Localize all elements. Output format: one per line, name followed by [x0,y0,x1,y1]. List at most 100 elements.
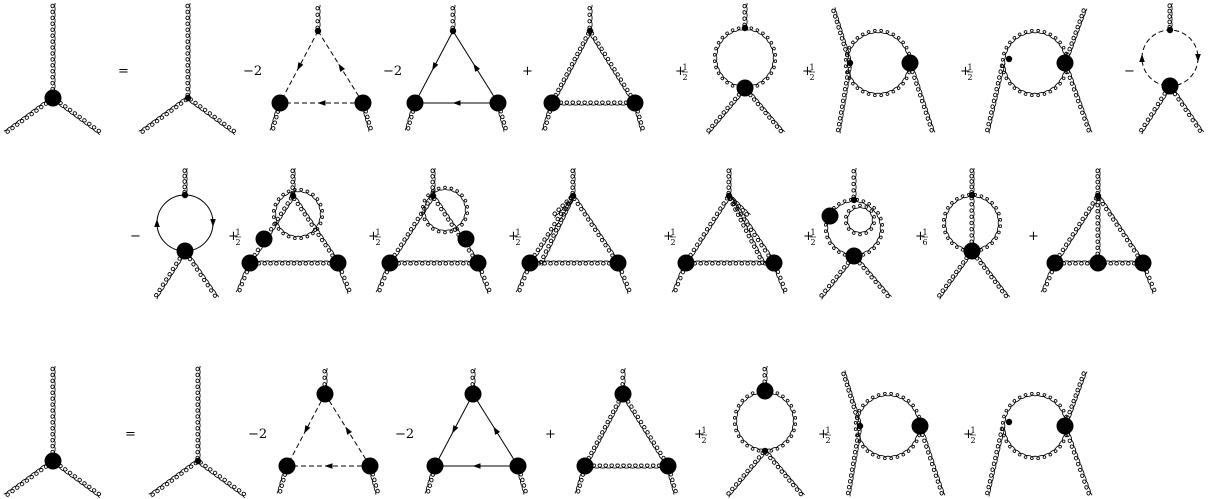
operator-term-6: +12 [803,228,816,247]
fraction-denominator: 2 [809,73,814,82]
dressed-vertex [1057,418,1074,435]
dressed-vertex [737,80,754,97]
operator-sign: = [118,64,129,79]
diagram-layer [4,3,1204,498]
arrow-head [154,219,160,227]
fraction-numerator: 1 [682,63,687,72]
gluon-line [588,32,635,105]
diagram-two-loop-a [236,168,351,294]
fraction-numerator: 1 [922,228,927,237]
gluon-line [621,395,668,468]
fraction-denominator: 2 [970,436,975,445]
operator-sign: = [125,427,136,442]
arrow-head [473,463,481,469]
fraction-denominator: 2 [235,238,240,247]
dressed-vertex [382,255,399,272]
gluon-line [186,3,190,98]
diagram-gluon-triangle-dressed [575,368,677,495]
arrow-head [1195,54,1201,62]
arrow-head [493,427,500,435]
fraction-denominator: 2 [670,238,675,247]
bare-vertex [847,60,853,66]
fraction-denominator: 2 [515,238,520,247]
gluon-line [1064,62,1092,132]
bare-vertex [857,423,863,429]
gluon-loop [845,204,876,236]
dressed-vertex [615,386,632,403]
diagram-two-loop-c [516,168,631,294]
diagram-ghost-triangle [270,5,372,132]
gluon-line [530,197,575,265]
arrow-head [297,62,303,70]
operator-term-5: +12 [675,63,688,82]
gluon-line [842,370,862,425]
arrow-head [452,425,458,433]
diagram-quark-triangle [405,5,507,132]
gluon-line [4,96,53,133]
operator-term-1: = [125,427,136,442]
bare-vertex [587,28,593,34]
lhs-dressed-vertex [4,366,101,498]
dressed-vertex [45,90,62,107]
gluon-line [539,197,575,266]
gluon-line [986,426,1005,496]
dressed-vertex [610,255,627,272]
fraction-numerator: 1 [235,228,240,237]
gluon-line [727,451,767,497]
operator-term-3: +12 [368,228,381,247]
gluon-line [686,197,731,265]
diagram-fish-left [986,372,1092,497]
arrow-head [345,427,352,435]
arrow-head [432,62,438,70]
dressed-vertex [577,458,594,475]
gluon-line [451,5,455,31]
operator-sign: − [130,229,141,244]
dressed-vertex [912,418,929,435]
arrow-head [338,64,345,72]
gluon-line [390,261,478,265]
fraction-numerator: 1 [670,228,675,237]
diagram-bare-vertex [139,3,236,135]
operator-term-4: + [545,427,556,442]
bare-vertex [185,95,191,101]
gluon-line [584,394,625,466]
operator-term-4: + [522,64,533,79]
dressed-vertex [317,386,334,403]
dressed-vertex [1090,255,1107,272]
operator-term-3: −2 [395,427,414,442]
bare-vertex [182,192,188,198]
diagram-ghost-loop [1139,3,1204,134]
bare-vertex [742,25,748,31]
fraction-numerator: 1 [810,228,815,237]
operator-term-2: −2 [248,427,267,442]
fraction-numerator: 1 [809,63,814,72]
gluon-line [1098,195,1145,263]
arrow-head [1139,54,1145,62]
gluon-line [1096,168,1100,196]
diagram-fish-right [832,7,935,133]
diagram-gluon-triangle [542,5,644,132]
dressed-vertex [660,458,677,475]
arrow-head [210,219,216,227]
operator-sign: + [1028,229,1039,244]
gluon-line [765,450,805,496]
operator-term-7: +12 [960,63,973,82]
gluon-line [552,101,635,105]
fraction-denominator: 2 [682,73,687,82]
gluon-line [197,461,246,498]
dressed-vertex [355,95,372,112]
bare-vertex [851,197,857,203]
gluon-line [183,168,187,195]
gluon-line [832,7,852,62]
gluon-line [727,168,731,196]
dressed-vertex [766,255,783,272]
operator-sign: −2 [383,64,402,79]
operator-term-7: +12 [963,426,976,445]
dressed-vertex [1135,255,1152,272]
gluon-line [1055,197,1100,265]
diagram-quark-triangle-dressed [425,368,527,495]
gluon-line [139,96,188,133]
operator-sign: −2 [243,64,262,79]
dressed-vertex [407,95,424,112]
